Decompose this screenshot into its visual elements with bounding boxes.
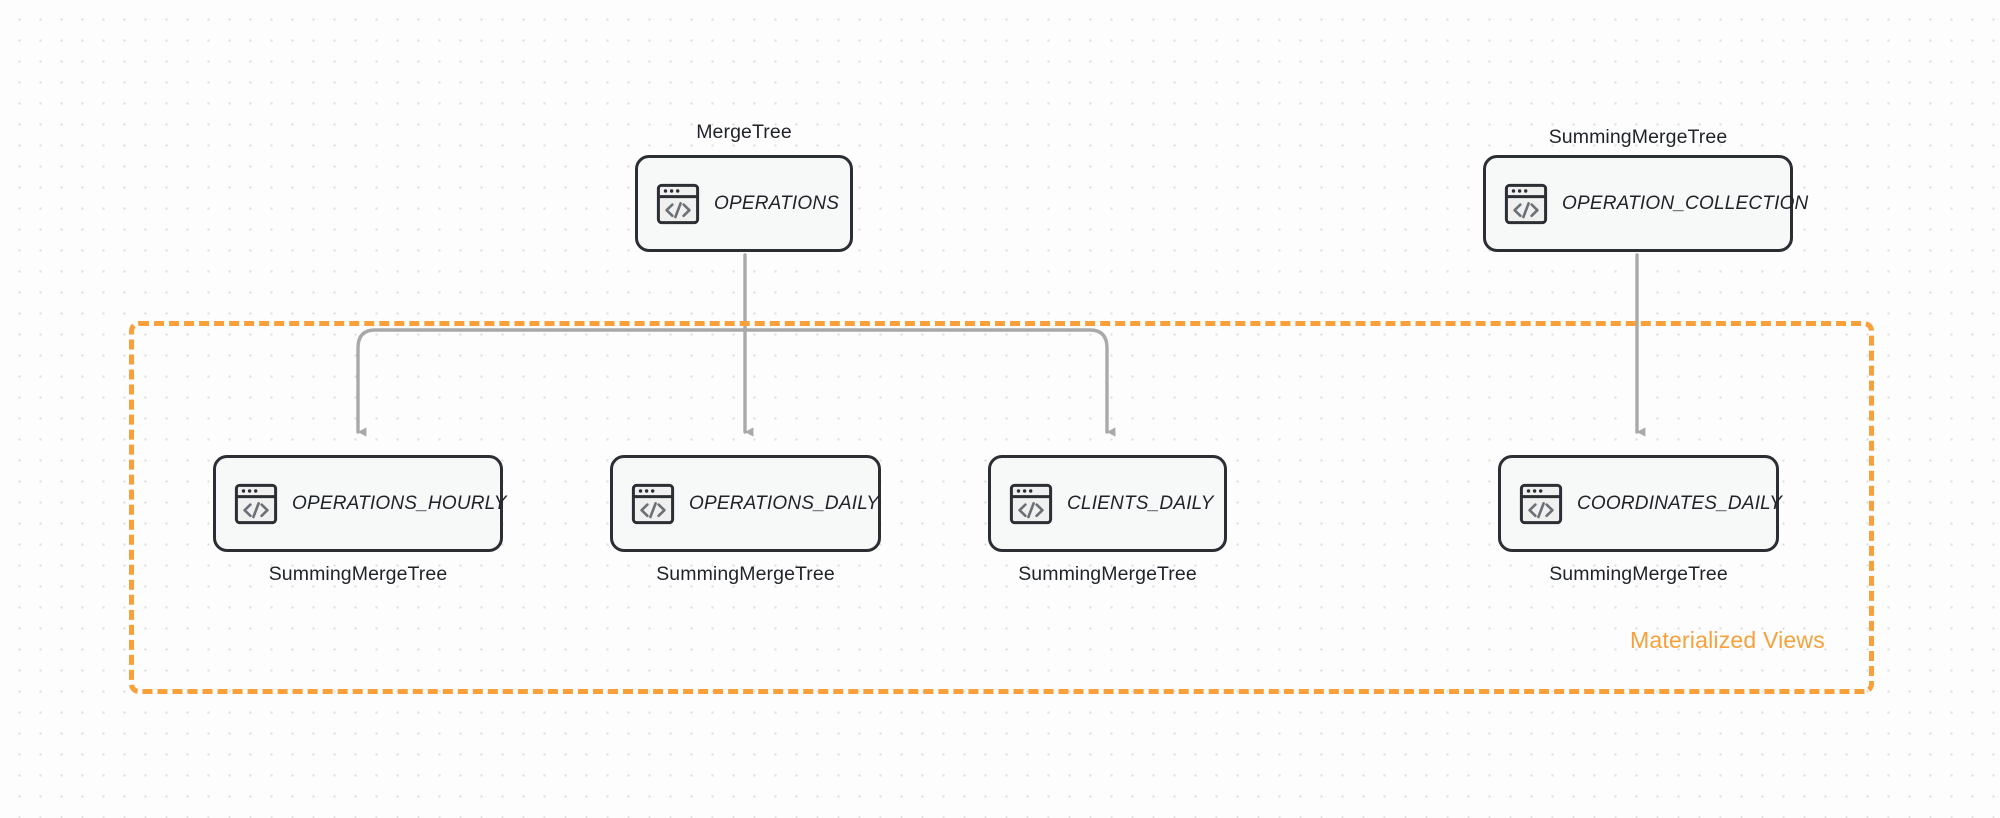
node-operation-collection[interactable]: OPERATION_COLLECTION (1483, 155, 1808, 252)
node-label-operations-hourly: OPERATIONS_HOURLY (292, 492, 507, 514)
node-operations-hourly[interactable]: OPERATIONS_HOURLY (213, 455, 506, 552)
node-label-operations-daily: OPERATIONS_DAILY (689, 492, 880, 514)
node-label-operations: OPERATIONS (714, 192, 840, 214)
engine-caption-operations: MergeTree (696, 121, 792, 143)
engine-caption-operations-hourly: SummingMergeTree (268, 563, 448, 585)
node-label-coordinates-daily: COORDINATES_DAILY (1577, 492, 1783, 514)
code-window-icon (234, 483, 278, 524)
code-window-icon (631, 483, 675, 524)
node-label-clients-daily: CLIENTS_DAILY (1067, 492, 1214, 514)
engine-caption-operation-collection: SummingMergeTree (1548, 126, 1728, 148)
code-window-icon (1519, 483, 1563, 524)
engine-caption-operations-daily: SummingMergeTree (656, 563, 835, 585)
code-window-icon (1504, 183, 1548, 224)
node-label-operation-collection: OPERATION_COLLECTION (1562, 192, 1809, 214)
engine-caption-clients-daily: SummingMergeTree (1018, 563, 1197, 585)
node-operations-daily[interactable]: OPERATIONS_DAILY (610, 455, 881, 552)
materialized-views-group (129, 321, 1874, 694)
node-clients-daily[interactable]: CLIENTS_DAILY (988, 455, 1227, 552)
code-window-icon (656, 183, 700, 224)
node-operations[interactable]: OPERATIONS (635, 155, 853, 252)
engine-caption-coordinates-daily: SummingMergeTree (1549, 563, 1728, 585)
node-coordinates-daily[interactable]: COORDINATES_DAILY (1498, 455, 1783, 552)
materialized-views-label: Materialized Views (1630, 627, 1825, 653)
code-window-icon (1009, 483, 1053, 524)
